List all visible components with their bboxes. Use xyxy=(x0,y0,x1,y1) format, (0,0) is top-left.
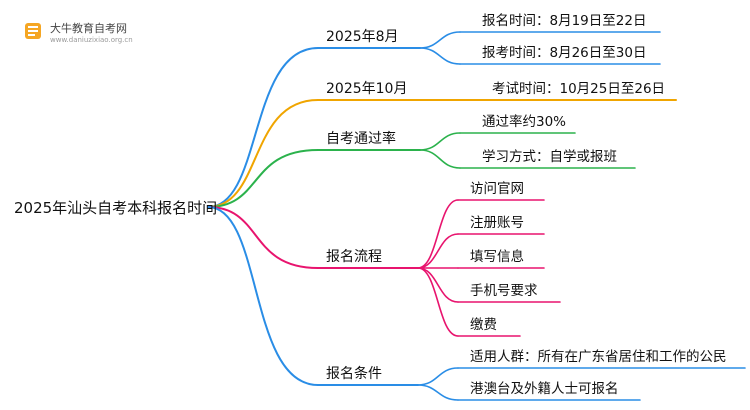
mind-map-edges xyxy=(207,31,746,401)
book-logo-icon xyxy=(25,23,41,39)
branch-label: 自考通过率 xyxy=(326,130,396,147)
child-label: 学习方式：自学或报班 xyxy=(482,149,617,165)
child-label: 报名时间：8月19日至22日 xyxy=(482,13,646,29)
watermark-site-name: 大牛教育自考网 xyxy=(50,22,127,35)
child-label: 填写信息 xyxy=(470,248,524,265)
child-connector xyxy=(419,149,461,169)
child-label: 缴费 xyxy=(470,317,497,333)
mind-map-labels: 2025年汕头自考本科报名时间 2025年8月 报名时间：8月19日至22日报考时… xyxy=(14,13,727,397)
branch-label: 报名流程 xyxy=(326,249,382,265)
branch-connector xyxy=(207,99,319,208)
child-connector xyxy=(419,132,461,151)
branch-label: 2025年10月 xyxy=(326,81,407,97)
branch-connector xyxy=(207,47,319,208)
root-node-label: 2025年汕头自考本科报名时间 xyxy=(14,199,217,217)
branch-connector xyxy=(207,206,319,386)
branch-label: 报名条件 xyxy=(326,365,382,382)
child-connector xyxy=(417,267,459,303)
child-connector xyxy=(417,267,459,337)
child-label: 访问官网 xyxy=(470,181,524,197)
child-label: 注册账号 xyxy=(470,215,524,231)
child-connector xyxy=(417,199,459,269)
child-connector xyxy=(417,384,459,401)
child-connector xyxy=(417,233,459,269)
child-label: 港澳台及外籍人士可报名 xyxy=(470,380,619,397)
site-watermark: 大牛教育自考网 www.daniuzixiao.org.cn xyxy=(22,16,182,50)
child-connector xyxy=(417,367,459,386)
branch-connector xyxy=(207,206,319,269)
child-label: 适用人群：所有在广东省居住和工作的公民 xyxy=(470,349,727,365)
watermark-site-url: www.daniuzixiao.org.cn xyxy=(50,36,133,44)
child-connector xyxy=(419,47,461,65)
child-connector xyxy=(419,31,461,49)
branch-label: 2025年8月 xyxy=(326,29,399,45)
child-label: 报考时间：8月26日至30日 xyxy=(482,45,646,61)
child-label: 通过率约30% xyxy=(482,113,566,130)
child-label: 手机号要求 xyxy=(470,283,538,299)
branch-connector xyxy=(207,149,319,208)
child-label: 考试时间：10月25日至26日 xyxy=(492,81,665,97)
